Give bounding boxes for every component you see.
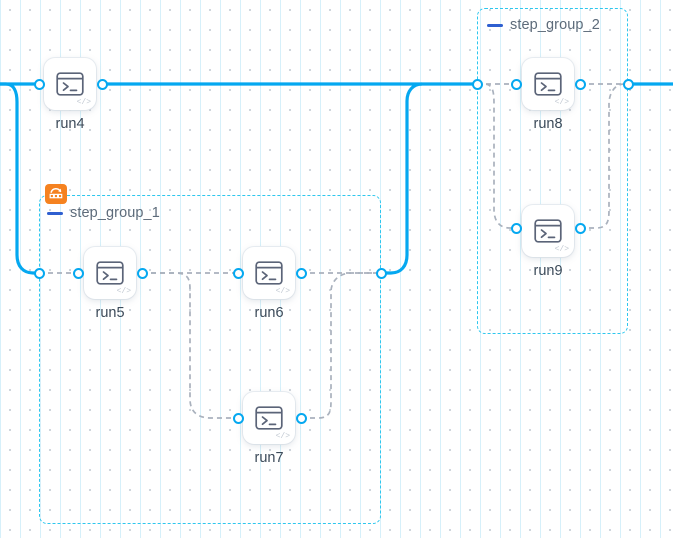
node-label-run8: run8: [533, 116, 563, 132]
port-run7-out[interactable]: [295, 412, 307, 424]
port-group2-in[interactable]: [471, 78, 483, 90]
group-title-step_group_1: step_group_1: [70, 205, 160, 221]
node-card-run7[interactable]: </>: [243, 392, 295, 444]
node-run6[interactable]: </> run6: [243, 247, 295, 321]
node-label-run5: run5: [95, 305, 125, 321]
rerun-batch-icon[interactable]: [45, 184, 67, 204]
port-group2-out[interactable]: [622, 78, 634, 90]
port-run5-out[interactable]: [136, 267, 148, 279]
port-run4-out[interactable]: [96, 78, 108, 90]
node-run5[interactable]: </> run5: [84, 247, 136, 321]
node-run4[interactable]: </> run4: [44, 58, 96, 132]
node-run9[interactable]: </> run9: [522, 205, 574, 279]
minus-dash-icon[interactable]: [487, 23, 503, 27]
port-run8-out[interactable]: [574, 78, 586, 90]
group-step_group_2[interactable]: [477, 8, 628, 334]
port-run9-out[interactable]: [574, 222, 586, 234]
code-glyph-icon: </>: [275, 287, 290, 296]
port-group1-out[interactable]: [375, 267, 387, 279]
node-label-run6: run6: [254, 305, 284, 321]
group-step_group_1[interactable]: [39, 195, 381, 524]
code-glyph-icon: </>: [554, 245, 569, 254]
terminal-icon: [56, 72, 84, 96]
node-card-run4[interactable]: </>: [44, 58, 96, 110]
node-run7[interactable]: </> run7: [243, 392, 295, 466]
node-card-run6[interactable]: </>: [243, 247, 295, 299]
port-run4-in[interactable]: [33, 78, 45, 90]
edge-group1-out-to-trunk: [381, 82, 423, 275]
terminal-icon: [255, 261, 283, 285]
node-label-run7: run7: [254, 450, 284, 466]
terminal-icon: [534, 72, 562, 96]
port-run7-in[interactable]: [232, 412, 244, 424]
node-card-run9[interactable]: </>: [522, 205, 574, 257]
port-run6-in[interactable]: [232, 267, 244, 279]
node-label-run4: run4: [55, 116, 85, 132]
code-glyph-icon: </>: [116, 287, 131, 296]
terminal-icon: [96, 261, 124, 285]
port-run8-in[interactable]: [510, 78, 522, 90]
terminal-icon: [255, 406, 283, 430]
code-glyph-icon: </>: [76, 98, 91, 107]
group-header-step_group_2[interactable]: step_group_2: [487, 17, 600, 33]
port-run9-in[interactable]: [510, 222, 522, 234]
node-run8[interactable]: </> run8: [522, 58, 574, 132]
node-card-run5[interactable]: </>: [84, 247, 136, 299]
terminal-icon: [534, 219, 562, 243]
node-label-run9: run9: [533, 263, 563, 279]
code-glyph-icon: </>: [275, 432, 290, 441]
code-glyph-icon: </>: [554, 98, 569, 107]
port-run5-in[interactable]: [72, 267, 84, 279]
minus-dash-icon[interactable]: [47, 211, 63, 215]
edge-canvas-left-to-group1-in: [0, 82, 39, 275]
group-header-step_group_1[interactable]: step_group_1: [47, 205, 160, 221]
port-group1-in[interactable]: [33, 267, 45, 279]
node-card-run8[interactable]: </>: [522, 58, 574, 110]
group-title-step_group_2: step_group_2: [510, 17, 600, 33]
port-run6-out[interactable]: [295, 267, 307, 279]
